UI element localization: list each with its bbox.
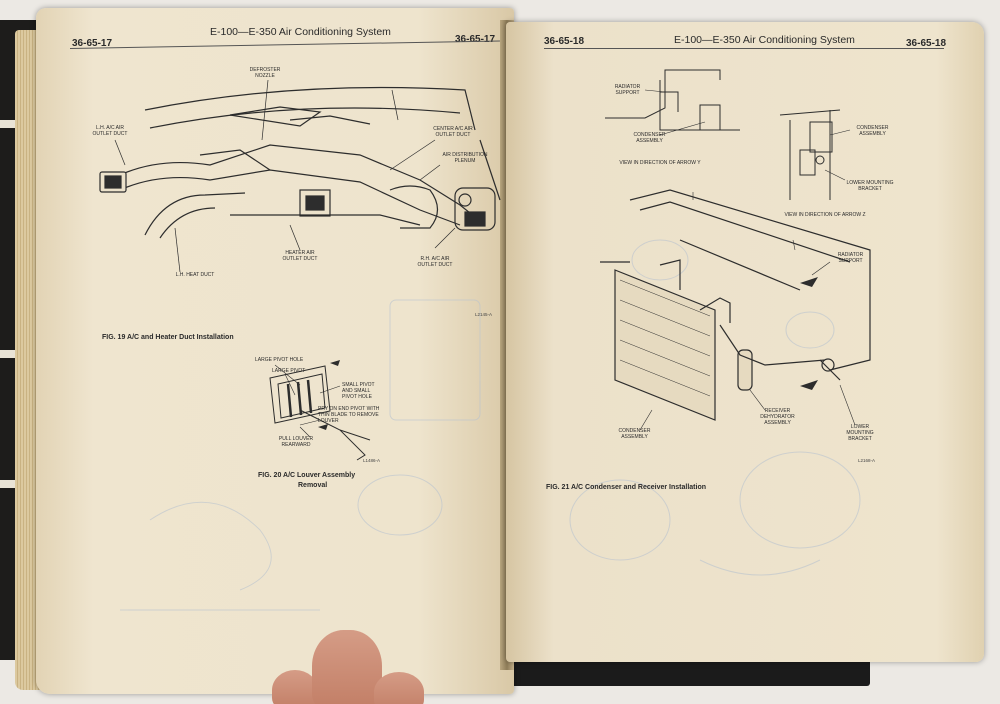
label-heater-duct: HEATER AIR OUTLET DUCT <box>282 250 318 262</box>
label-lh-heat-duct: L.H. HEAT DUCT <box>175 272 215 278</box>
label-condenser-z: CONDENSER ASSEMBLY <box>856 125 889 137</box>
left-page-number: 36-65-17 <box>72 38 113 49</box>
right-page-number: 36-65-18 <box>544 36 585 47</box>
fig20-code: L1486-A <box>363 458 381 463</box>
label-lh-ac-duct: L.H. A/C AIR OUTLET DUCT <box>92 125 128 137</box>
label-lower-mounting-bracket: LOWER MOUNTING BRACKET <box>846 424 874 442</box>
right-page-header-title: E-100—E-350 Air Conditioning System <box>674 34 855 46</box>
label-defroster-nozzle: DEFROSTER NOZZLE <box>249 67 281 79</box>
right-header-rule <box>544 48 944 49</box>
fig21-code: L2168-A <box>858 458 876 463</box>
louver-drawing <box>269 364 371 461</box>
fig21-caption: FIG. 21 A/C Condenser and Receiver Insta… <box>546 484 707 491</box>
finger <box>272 670 318 704</box>
fig19-code: L2145-A <box>475 312 493 317</box>
hand-holding-book <box>262 630 432 704</box>
radiator-support-detail <box>605 69 740 131</box>
left-page-header-title: E-100—E-350 Air Conditioning System <box>210 26 391 38</box>
label-pull-louver: PULL LOUVER REARWARD <box>278 436 314 448</box>
fig19-caption: FIG. 19 A/C and Heater Duct Installation <box>102 334 234 341</box>
fig20-caption-line2: Removal <box>298 482 328 489</box>
label-radiator-support: RADIATOR SUPPORT <box>837 252 864 264</box>
fig20-caption-line1: FIG. 20 A/C Louver Assembly <box>258 472 356 479</box>
label-radiator-support-top: RADIATOR SUPPORT <box>614 84 641 96</box>
label-small-pivot: SMALL PIVOT AND SMALL PIVOT HOLE <box>342 382 375 400</box>
label-condenser-top: CONDENSER ASSEMBLY <box>633 132 666 144</box>
label-rh-ac-duct: R.H. A/C AIR OUTLET DUCT <box>417 256 453 268</box>
label-condenser-main: CONDENSER ASSEMBLY <box>618 428 651 440</box>
right-page-number-right: 36-65-18 <box>906 38 947 49</box>
label-large-pivot-hole: LARGE PIVOT HOLE <box>255 357 304 363</box>
label-view-arrow-z: VIEW IN DIRECTION OF ARROW Z <box>784 212 866 218</box>
duct-drawing <box>99 86 501 239</box>
finger <box>312 630 382 704</box>
label-pry-end-pivot: PRY ON END PIVOT WITH THIN BLADE TO REMO… <box>318 406 380 424</box>
condenser-drawing <box>600 189 871 421</box>
label-air-plenum: AIR DISTRIBUTION PLENUM <box>442 152 488 164</box>
label-receiver-dehydrator: RECEIVER DEHYDRATOR ASSEMBLY <box>760 408 795 426</box>
right-page <box>506 22 984 662</box>
label-center-ac-duct: CENTER A/C AIR OUTLET DUCT <box>433 126 473 138</box>
left-page-number-right: 36-65-17 <box>455 34 496 45</box>
finger <box>374 672 424 704</box>
bracket-detail <box>779 109 841 200</box>
label-large-pivot: LARGE PIVOT <box>272 368 306 374</box>
label-view-arrow-y: VIEW IN DIRECTION OF ARROW Y <box>619 160 701 166</box>
label-lower-bracket-z: LOWER MOUNTING BRACKET <box>846 180 894 192</box>
